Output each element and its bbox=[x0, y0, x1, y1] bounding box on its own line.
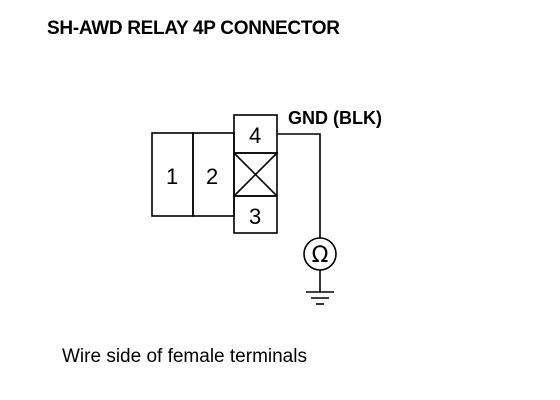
wire-label: GND (BLK) bbox=[288, 108, 382, 128]
terminal-3-label: 3 bbox=[249, 204, 261, 229]
ground-icon bbox=[306, 270, 334, 305]
terminal-2-label: 2 bbox=[206, 164, 218, 189]
ohmmeter-icon: Ω bbox=[303, 237, 337, 271]
diagram-title: SH-AWD RELAY 4P CONNECTOR bbox=[47, 18, 340, 39]
terminal-4-label: 4 bbox=[249, 123, 261, 148]
ohm-symbol: Ω bbox=[312, 243, 329, 268]
terminal-3-cell bbox=[233, 195, 278, 234]
diagram-caption: Wire side of female terminals bbox=[62, 346, 307, 367]
probe-wire bbox=[277, 133, 321, 238]
terminal-1-label: 1 bbox=[166, 164, 178, 189]
connector-4p bbox=[151, 114, 278, 234]
